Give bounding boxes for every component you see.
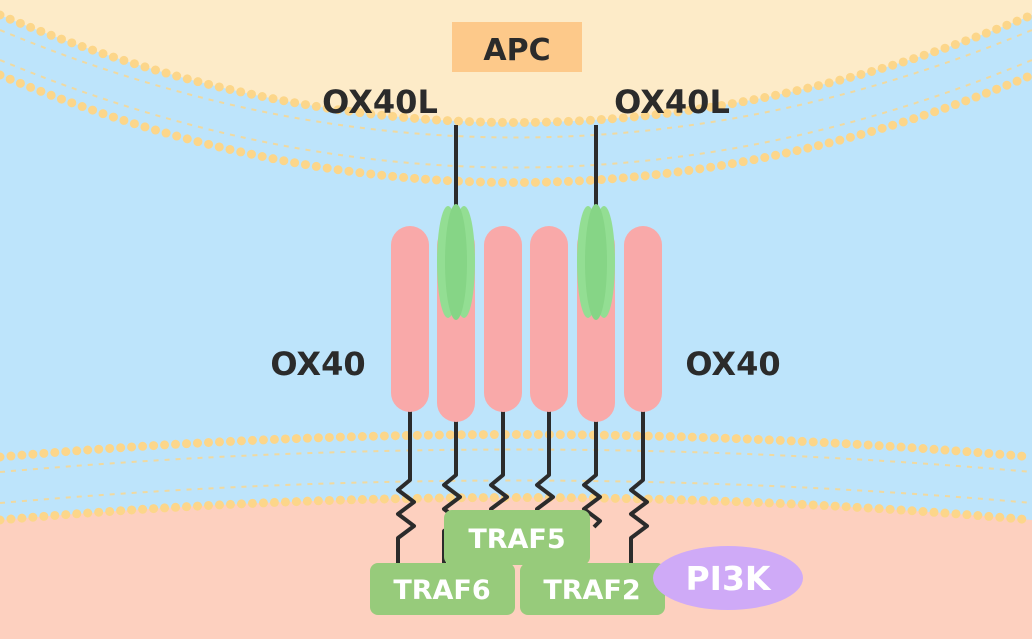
apc-label: APC — [483, 33, 550, 68]
ox40-receptor — [530, 226, 568, 412]
ox40l-left-label: OX40L — [322, 83, 438, 121]
ox40l-trimer-left — [437, 204, 475, 320]
ox40-receptor — [391, 226, 429, 412]
traf5-box — [444, 510, 590, 565]
apc-label-box — [452, 22, 582, 72]
t-cell-cytoplasm — [0, 497, 1032, 639]
t-cell-membrane — [0, 430, 1032, 525]
pi3k-ellipse — [653, 546, 803, 610]
ox40-receptor — [484, 226, 522, 412]
traf2-box — [520, 563, 665, 615]
ox40-left-label: OX40 — [270, 345, 365, 383]
ox40l-right-label: OX40L — [614, 83, 730, 121]
traf5-label: TRAF5 — [468, 524, 565, 555]
pi3k-label: PI3K — [686, 559, 772, 598]
apc-membrane — [0, 10, 1032, 187]
ox40l-trimer-right — [577, 204, 615, 320]
traf6-box — [370, 563, 515, 615]
traf6-label: TRAF6 — [393, 575, 490, 606]
traf2-label: TRAF2 — [543, 575, 640, 606]
ox40-right-label: OX40 — [685, 345, 780, 383]
ox40-receptor — [624, 226, 662, 412]
